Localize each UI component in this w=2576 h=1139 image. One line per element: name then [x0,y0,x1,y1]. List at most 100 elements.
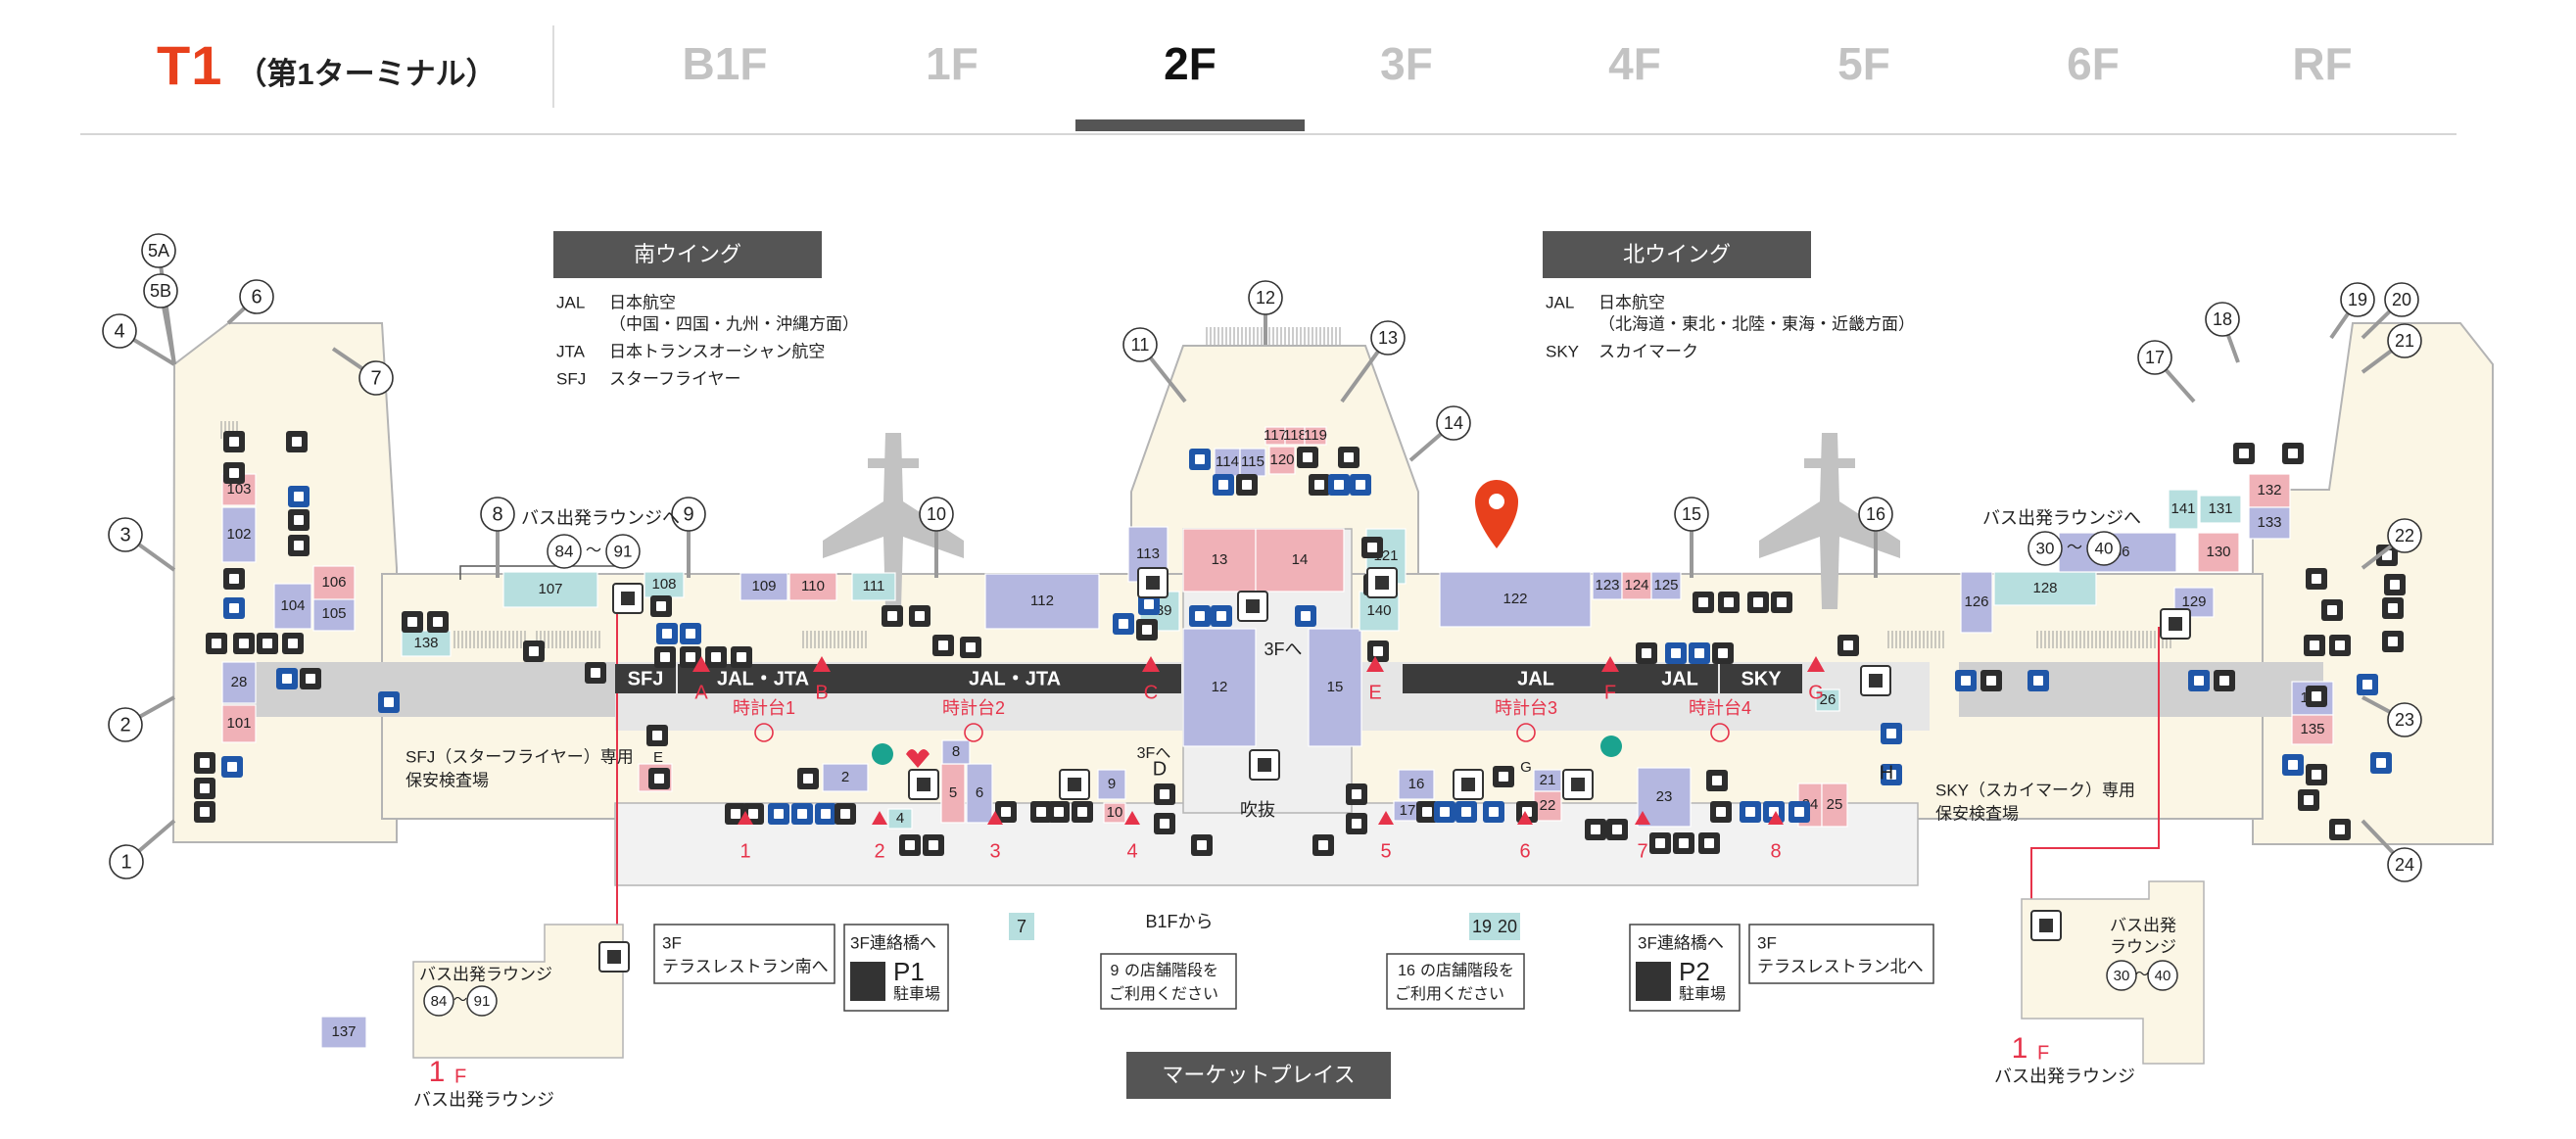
shop-128[interactable] [1993,571,2097,606]
gate-14-marker[interactable] [1436,405,1471,441]
shop-126[interactable] [1960,571,1993,634]
gate-24-marker[interactable] [2387,847,2422,882]
tab-3f[interactable]: 3F [1380,38,1433,89]
shop-122[interactable] [1439,571,1592,628]
checkin-counter[interactable] [1720,664,1802,693]
shop-120[interactable] [1268,446,1296,475]
shop-6[interactable] [966,763,993,824]
shop-15[interactable] [1308,628,1362,747]
gate-1-marker[interactable] [109,844,144,879]
shop-9[interactable] [1097,769,1126,800]
shop-101[interactable] [221,704,257,743]
shop-110[interactable] [788,572,837,601]
gate-6-marker[interactable] [239,279,274,314]
restroom-icon-glyph [384,697,394,707]
gate-13-marker[interactable] [1370,320,1406,356]
shop-133[interactable] [2248,506,2291,540]
shop-19-callout[interactable] [1469,913,1495,940]
shop-138[interactable] [401,630,452,657]
elevator-icon-glyph [656,601,666,611]
shop-109[interactable] [739,572,788,601]
shop-4[interactable] [887,808,913,830]
gate-8-marker[interactable] [480,497,515,532]
shop-131[interactable] [2199,495,2242,524]
shop-25[interactable] [1821,783,1848,828]
gate-5B-marker[interactable] [143,273,178,308]
checkin-counter[interactable] [1403,664,1669,693]
restroom-icon-glyph [2288,760,2298,770]
marketplace-label: マーケットプレイス [1162,1063,1355,1087]
gate-20-marker[interactable] [2384,282,2419,317]
shop-106[interactable] [312,565,356,600]
shop-20-callout[interactable] [1495,913,1520,940]
shop-10[interactable] [1103,802,1126,824]
shop-16[interactable] [1398,769,1435,800]
gate-4-marker[interactable] [102,313,137,349]
shop-111[interactable] [851,572,896,601]
parking-p1-bridge: 3F連絡橋へ [850,933,936,952]
gate-18-marker[interactable] [2205,302,2240,337]
shop-137[interactable] [320,1016,367,1049]
gate-23-marker[interactable] [2387,702,2422,737]
marketplace-button[interactable] [1126,1052,1391,1099]
shop-125[interactable] [1650,571,1682,600]
legend-south-airline-name: 日本トランスオーシャン航空 [609,342,825,360]
shop-132[interactable] [2248,473,2291,508]
gate-19-marker[interactable] [2340,282,2375,317]
shop-13[interactable] [1182,528,1257,593]
gate-3-marker[interactable] [108,517,143,552]
shop-124[interactable] [1621,571,1652,600]
phone-icon-glyph [654,774,664,783]
gate-2-marker[interactable] [108,707,143,742]
gate-5A-marker[interactable] [141,233,176,268]
shop-112[interactable] [984,573,1100,630]
tab-6f[interactable]: 6F [2067,38,2120,89]
shop-141[interactable] [2168,489,2199,530]
shop-7-callout[interactable] [1009,913,1034,940]
bus-route-north [2030,627,2160,901]
tab-rf[interactable]: RF [2292,38,2353,89]
tab-4f[interactable]: 4F [1608,38,1661,89]
shop-23[interactable] [1637,767,1692,828]
shop-115[interactable] [1239,448,1266,477]
to-3f-label: 3Fへ [1264,640,1302,659]
gate-9-marker[interactable] [671,497,706,532]
gate-16-marker[interactable] [1858,497,1893,532]
checkpoint-arrow-icon [1142,656,1160,672]
gate-11-marker[interactable] [1122,327,1158,362]
shop-104[interactable] [273,583,312,630]
shop-130[interactable] [2197,532,2240,573]
gate-7-marker[interactable] [358,360,394,396]
tab-b1f[interactable]: B1F [682,38,768,89]
shop-135[interactable] [2291,714,2334,745]
shop-119[interactable] [1304,426,1327,446]
gate-17-marker[interactable] [2137,340,2172,375]
shop-107[interactable] [502,571,598,608]
gate-22-marker[interactable] [2387,518,2422,553]
restroom-icon-glyph [1489,807,1499,817]
tab-1f[interactable]: 1F [926,38,978,89]
shop-105[interactable] [312,596,356,632]
shop-102[interactable] [221,506,257,563]
tab-2f[interactable]: 2F [1164,38,1216,89]
gate-15-marker[interactable] [1674,497,1709,532]
gate-21-marker[interactable] [2387,323,2422,358]
shop-8[interactable] [941,739,971,765]
gate-10-marker[interactable] [919,497,954,532]
checkin-counter[interactable] [848,664,1181,693]
shop-2[interactable] [822,763,869,792]
shop-108[interactable] [644,571,685,598]
tab-5f[interactable]: 5F [1837,38,1890,89]
phone-icon-glyph [2312,691,2321,701]
current-location-pin-icon[interactable] [1475,480,1518,548]
phone-icon-glyph [1054,807,1064,817]
shop-28[interactable] [221,661,257,704]
shop-14[interactable] [1255,528,1345,593]
shop-12[interactable] [1182,628,1257,747]
bus-lounge-north-range: 30 [2036,539,2055,557]
checkin-counter[interactable] [615,664,676,693]
checkin-counter[interactable] [1642,664,1718,693]
shop-123[interactable] [1592,571,1623,600]
shop-26[interactable] [1815,688,1840,712]
gate-12-marker[interactable] [1248,280,1283,315]
